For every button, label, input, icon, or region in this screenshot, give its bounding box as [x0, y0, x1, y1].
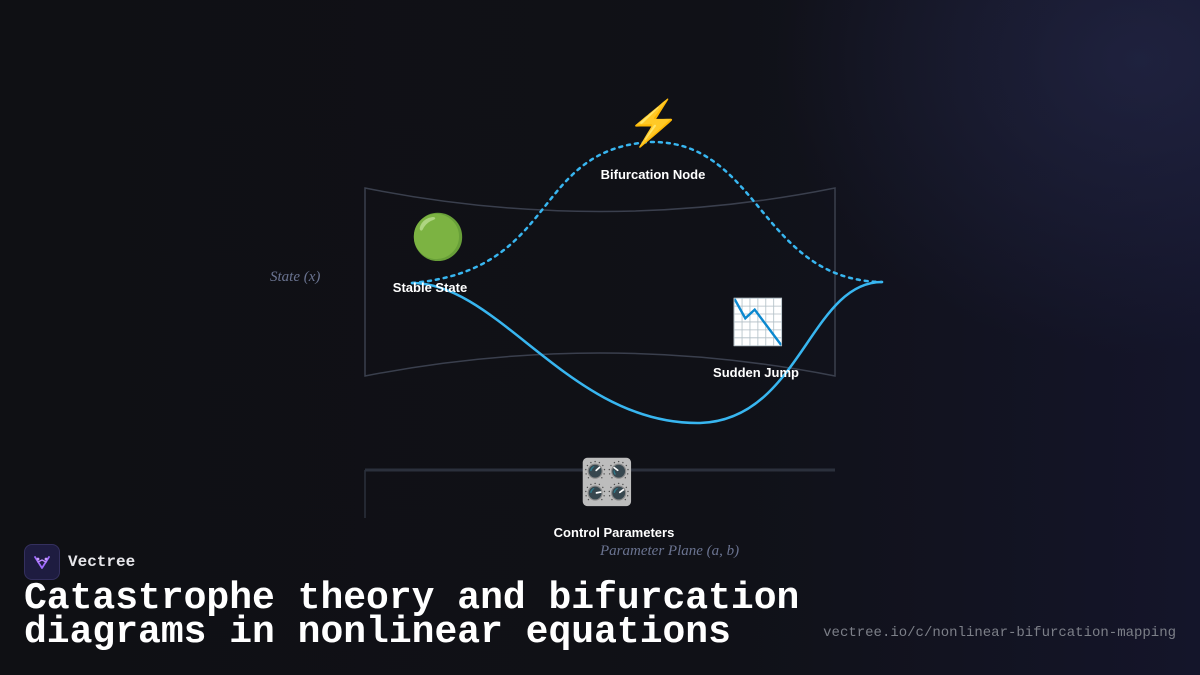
brand-name: Vectree [68, 553, 136, 571]
control-parameters-label: Control Parameters [553, 525, 675, 540]
stable-branch-curve [410, 280, 884, 425]
stable-state-label: Stable State [392, 280, 468, 295]
vectree-logo-icon [24, 544, 60, 580]
page-title: Catastrophe theory and bifurcation diagr… [24, 577, 800, 654]
parameter-plane-label: Parameter Plane (a, b) [600, 543, 740, 559]
source-url: vectree.io/c/nonlinear-bifurcation-mappi… [823, 625, 1176, 641]
state-axis-label: State (x) [270, 269, 321, 285]
sudden-jump-label: Sudden Jump [713, 365, 799, 380]
green-circle-icon: 🟢 [410, 213, 466, 262]
brand: Vectree [24, 544, 135, 580]
bifurcation-node-label: Bifurcation Node [600, 167, 706, 182]
lightning-icon: ⚡ [626, 99, 682, 148]
unstable-branch-curve [410, 140, 884, 285]
chart-decreasing-icon: 📉 [730, 298, 786, 347]
fold-surface-outline [364, 187, 836, 377]
control-knobs-icon: 🎛️ [579, 458, 635, 507]
